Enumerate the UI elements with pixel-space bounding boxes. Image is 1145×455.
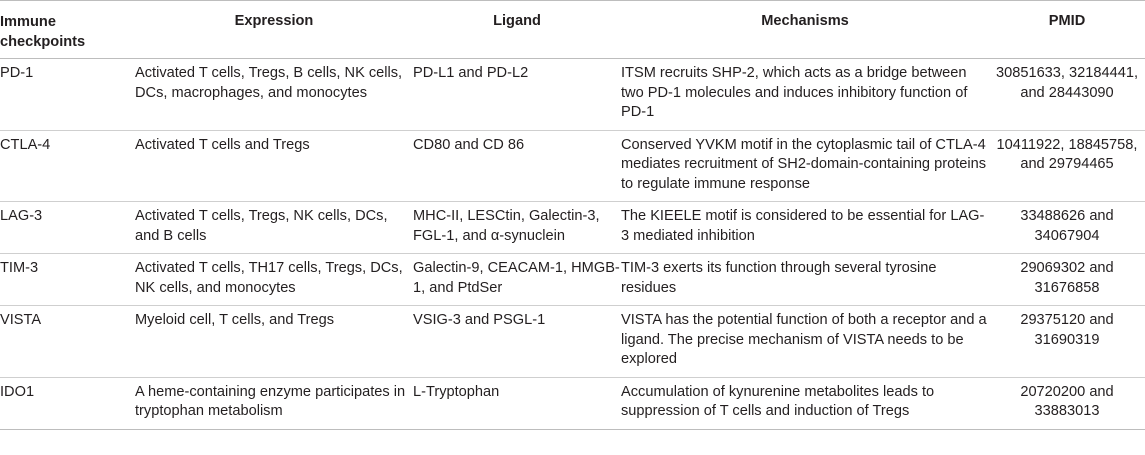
table-row: PD-1 Activated T cells, Tregs, B cells, … (0, 58, 1145, 131)
col-header-mechanisms: Mechanisms (621, 0, 989, 59)
cell-ligand: PD-L1 and PD-L2 (413, 58, 621, 131)
cell-pmid: 29375120 and 31690319 (989, 305, 1145, 378)
table-row: TIM-3 Activated T cells, TH17 cells, Tre… (0, 253, 1145, 306)
cell-mechanism: ITSM recruits SHP-2, which acts as a bri… (621, 58, 989, 131)
cell-checkpoint: IDO1 (0, 377, 135, 430)
cell-checkpoint: VISTA (0, 305, 135, 378)
cell-pmid: 33488626 and 34067904 (989, 201, 1145, 254)
cell-pmid: 20720200 and 33883013 (989, 377, 1145, 430)
cell-pmid: 29069302 and 31676858 (989, 253, 1145, 306)
cell-mechanism: VISTA has the potential function of both… (621, 305, 989, 378)
cell-pmid: 10411922, 18845758, and 29794465 (989, 130, 1145, 202)
cell-ligand: Galectin-9, CEACAM-1, HMGB-1, and PtdSer (413, 253, 621, 306)
cell-ligand: CD80 and CD 86 (413, 130, 621, 202)
cell-expression: Myeloid cell, T cells, and Tregs (135, 305, 413, 378)
header-row: Immune checkpoints Expression Ligand Mec… (0, 0, 1145, 59)
col-header-ligand: Ligand (413, 0, 621, 59)
cell-expression: Activated T cells, Tregs, NK cells, DCs,… (135, 201, 413, 254)
table-row: LAG-3 Activated T cells, Tregs, NK cells… (0, 201, 1145, 254)
cell-checkpoint: CTLA-4 (0, 130, 135, 202)
immune-checkpoint-table: Immune checkpoints Expression Ligand Mec… (0, 0, 1145, 430)
cell-pmid: 30851633, 32184441, and 28443090 (989, 58, 1145, 131)
cell-checkpoint: LAG-3 (0, 201, 135, 254)
col-header-pmid: PMID (989, 0, 1145, 59)
table-row: CTLA-4 Activated T cells and Tregs CD80 … (0, 130, 1145, 202)
table-row: IDO1 A heme-containing enzyme participat… (0, 377, 1145, 430)
col-header-immune-checkpoints: Immune checkpoints (0, 0, 135, 59)
cell-ligand: VSIG-3 and PSGL-1 (413, 305, 621, 378)
cell-ligand: L-Tryptophan (413, 377, 621, 430)
cell-ligand: MHC-II, LESCtin, Galectin-3, FGL-1, and … (413, 201, 621, 254)
cell-mechanism: Accumulation of kynurenine metabolites l… (621, 377, 989, 430)
cell-mechanism: The KIEELE motif is considered to be ess… (621, 201, 989, 254)
cell-expression: Activated T cells, Tregs, B cells, NK ce… (135, 58, 413, 131)
table-row: VISTA Myeloid cell, T cells, and Tregs V… (0, 305, 1145, 378)
cell-expression: Activated T cells, TH17 cells, Tregs, DC… (135, 253, 413, 306)
cell-expression: A heme-containing enzyme participates in… (135, 377, 413, 430)
cell-expression: Activated T cells and Tregs (135, 130, 413, 202)
cell-mechanism: TIM-3 exerts its function through severa… (621, 253, 989, 306)
cell-mechanism: Conserved YVKM motif in the cytoplasmic … (621, 130, 989, 202)
cell-checkpoint: TIM-3 (0, 253, 135, 306)
cell-checkpoint: PD-1 (0, 58, 135, 131)
col-header-expression: Expression (135, 0, 413, 59)
